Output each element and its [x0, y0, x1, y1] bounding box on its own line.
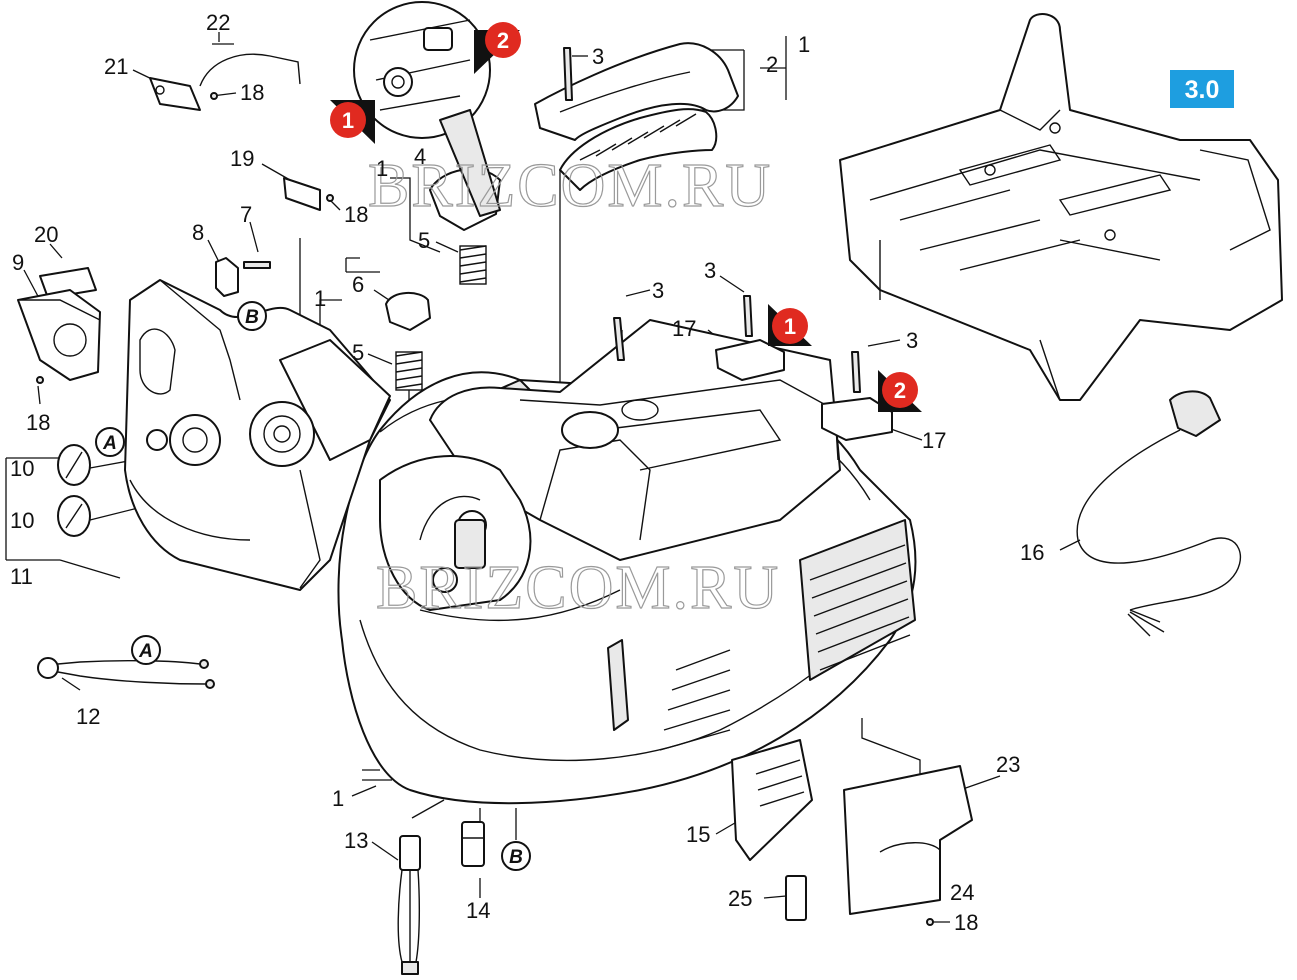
part-label-1: 1: [798, 32, 810, 57]
part-label-9: 9: [12, 250, 24, 275]
svg-text:3.0: 3.0: [1185, 76, 1220, 104]
part-number-labels: 22 21 18 19 18 20 9 8 7 18 10 10 11 12 1…: [10, 10, 1044, 935]
circle-label-b: B: [509, 847, 523, 868]
part-label-3: 3: [704, 258, 716, 283]
part-label-2: 2: [766, 52, 778, 77]
part-label-17: 17: [672, 316, 696, 341]
part-label-7: 7: [240, 202, 252, 227]
svg-text:2: 2: [894, 378, 906, 403]
part-label-18: 18: [344, 202, 368, 227]
part-label-21: 21: [104, 54, 128, 79]
part-label-3: 3: [592, 44, 604, 69]
control-panel: [124, 279, 391, 591]
part-label-16: 16: [1020, 540, 1044, 565]
part-label-23: 23: [996, 752, 1020, 777]
section-badge: 3.0: [1170, 70, 1234, 108]
svg-text:2: 2: [497, 28, 509, 53]
part-label-6: 6: [352, 272, 364, 297]
zoom-inset: [353, 1, 501, 217]
part-label-1: 1: [332, 786, 344, 811]
marker-2-top: 2: [474, 22, 521, 74]
part-label-19: 19: [230, 146, 254, 171]
circle-labels: B A A B: [95, 301, 531, 871]
svg-text:1: 1: [784, 314, 796, 339]
circle-label-a: A: [102, 433, 117, 454]
vent-slots: [809, 544, 911, 671]
carry-handle: [534, 42, 739, 191]
red-markers: 1 2 1 2: [330, 22, 922, 412]
part-label-24: 24: [950, 880, 974, 905]
circle-label-b: B: [245, 307, 259, 328]
marker-2-right: 2: [878, 370, 922, 412]
part-label-14: 14: [466, 898, 490, 923]
part-label-1: 1: [314, 286, 326, 311]
spring-upper: [459, 245, 487, 285]
part-label-17: 17: [922, 428, 946, 453]
part-label-5: 5: [418, 228, 430, 253]
part-label-8: 8: [192, 220, 204, 245]
svg-text:1: 1: [342, 108, 354, 133]
part-label-25: 25: [728, 886, 752, 911]
part-label-3: 3: [906, 328, 918, 353]
part-label-10: 10: [10, 508, 34, 533]
part-label-22: 22: [206, 10, 230, 35]
marker-1-right: 1: [768, 304, 812, 346]
part-label-12: 12: [76, 704, 100, 729]
svg-text:BRIZCOM.RU: BRIZCOM.RU: [376, 554, 780, 622]
circle-label-a: A: [138, 641, 153, 662]
base-frame: [839, 13, 1283, 401]
part-label-15: 15: [686, 822, 710, 847]
part-label-3: 3: [652, 278, 664, 303]
watermarks: BRIZCOM.RU BRIZCOM.RU: [367, 151, 780, 622]
part-label-11: 11: [10, 564, 33, 589]
part-label-18: 18: [26, 410, 50, 435]
part-label-4: 4: [414, 144, 426, 169]
part-label-18: 18: [240, 80, 264, 105]
svg-text:BRIZCOM.RU: BRIZCOM.RU: [368, 152, 772, 220]
part-label-20: 20: [34, 222, 58, 247]
part-label-18: 18: [954, 910, 978, 935]
part-label-10: 10: [10, 456, 34, 481]
part-label-1: 1: [376, 156, 388, 181]
part-label-5: 5: [352, 340, 364, 365]
part-label-13: 13: [344, 828, 368, 853]
main-housing: [337, 319, 917, 805]
spring-lower: [395, 351, 423, 391]
marker-1-top: 1: [330, 100, 375, 144]
